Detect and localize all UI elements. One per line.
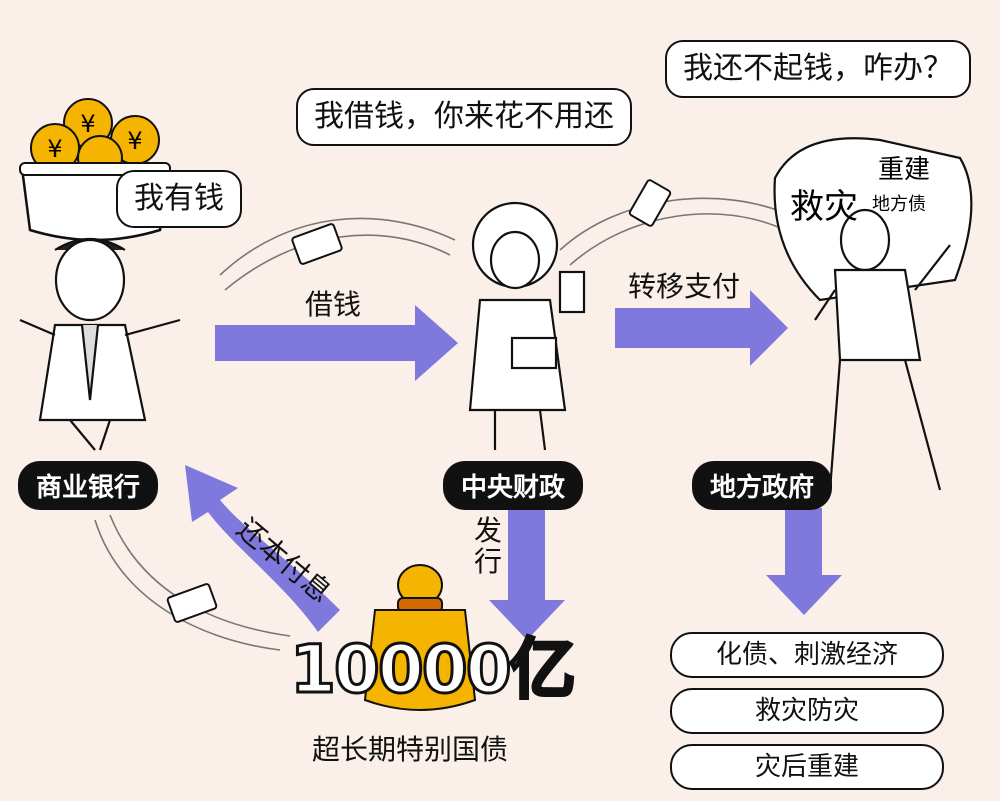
transfer-label: 转移支付 (628, 270, 741, 303)
sack-labels: 救灾 重建 地方债 (790, 155, 930, 227)
svg-text:¥: ¥ (47, 135, 62, 163)
bank-speech-bubble: 我有钱 (116, 170, 242, 228)
local-speech-bubble: 我还不起钱，咋办？ (665, 40, 971, 98)
finance-minister-figure (468, 201, 586, 451)
repay-arrow (185, 465, 340, 632)
flow-arrows (185, 290, 842, 640)
outcome-item: 救灾防灾 (670, 688, 944, 734)
borrow-label: 借钱 (305, 288, 362, 321)
svg-text:¥: ¥ (80, 110, 95, 138)
node-central-finance: 中央财政 (443, 461, 584, 510)
node-local-government: 地方政府 (692, 461, 833, 510)
bond-name: 超长期特别国债 (312, 733, 509, 766)
outcome-arrow (766, 508, 842, 615)
transfer-arrow (615, 290, 788, 366)
central-speech-bubble: 我借钱，你来花不用还 (296, 88, 632, 146)
local-gov-figure (773, 137, 973, 491)
bond-amount: 10000亿 (289, 630, 578, 710)
banknote-icon (166, 179, 672, 623)
issue-arrow (489, 508, 565, 640)
outcome-item: 化债、刺激经济 (670, 632, 944, 678)
banker-figure (19, 238, 181, 451)
outcome-item: 灾后重建 (670, 744, 944, 790)
issue-label: 发行 (473, 514, 502, 578)
svg-text:地方债: 地方债 (872, 194, 926, 215)
svg-text:救灾: 救灾 (790, 187, 858, 227)
borrow-arrow (215, 305, 458, 381)
svg-text:重建: 重建 (878, 155, 930, 185)
bond-bag-icon (363, 564, 477, 711)
svg-text:¥: ¥ (127, 127, 142, 155)
node-commercial-bank: 商业银行 (18, 461, 159, 510)
